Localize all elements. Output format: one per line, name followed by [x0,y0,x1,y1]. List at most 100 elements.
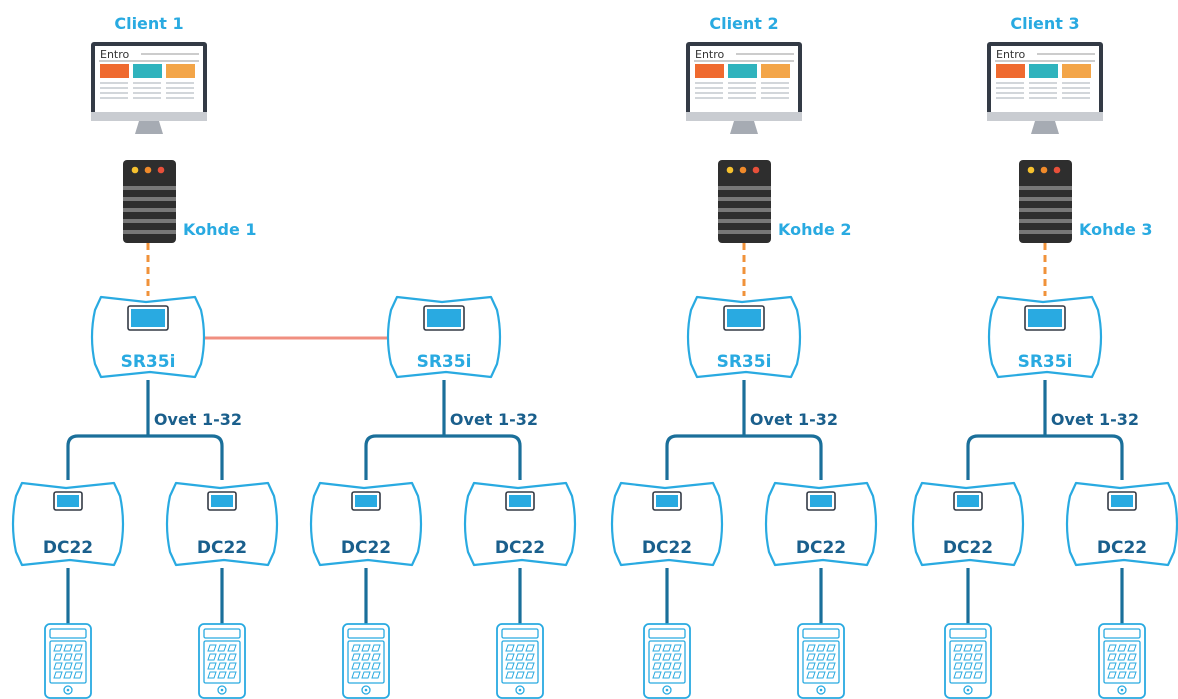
keypad-display [49,628,87,639]
door-controller-icon [463,481,577,567]
keypad-button-dot [966,688,970,692]
keypad-key [63,644,73,652]
door-controller-model: DC22 [642,538,692,558]
app-name: Entro [695,48,725,61]
keypad-key [672,653,682,661]
doors-label: Ovet 1-32 [1051,410,1139,429]
keypad-key [351,662,361,670]
keypad-key [53,653,63,661]
device-outline [686,295,802,379]
server-slot [1019,219,1072,223]
keypad-key [963,671,973,679]
keypad-key [371,644,381,652]
led [131,166,139,174]
keypad-key [525,662,535,670]
keypad-key [963,662,973,670]
keypad-key [652,671,662,679]
keypad-key [973,644,983,652]
device-screen [355,495,377,507]
controller-model: SR35i [717,352,772,372]
keypad-key [53,644,63,652]
monitor-icon: Entro [686,42,802,134]
keypad-key [1107,644,1117,652]
monitor-icon: Entro [987,42,1103,134]
keypad-key [1127,671,1137,679]
client-label: Client 1 [114,14,183,33]
keypad-key [1107,653,1117,661]
keypad-key [227,653,237,661]
keypad-key [816,653,826,661]
keypad-key [227,644,237,652]
device-outline [11,481,125,567]
site-label: Kohde 3 [1079,220,1153,239]
keypad-key [662,653,672,661]
monitor-screen [991,46,1099,112]
keypad-key [505,653,515,661]
client-label: Client 2 [709,14,778,33]
door-controller-model: DC22 [43,538,93,558]
keypad-key [1127,644,1137,652]
keypad-key [953,653,963,661]
keypad-key [826,653,836,661]
keypad-key [652,662,662,670]
doors-label: Ovet 1-32 [450,410,538,429]
keypad-key [515,671,525,679]
device-screen [656,495,678,507]
monitor-chin [987,112,1103,121]
keypad-key [953,644,963,652]
keypad-key [217,644,227,652]
door-controller-model: DC22 [1097,538,1147,558]
door-controller-icon [764,481,878,567]
keypad-key [1127,653,1137,661]
controller-icon [90,295,206,379]
device-screen [211,495,233,507]
app-name: Entro [996,48,1026,61]
keypad-key [806,644,816,652]
device-outline [987,295,1103,379]
led [157,166,165,174]
keypad-key [351,644,361,652]
controller-model: SR35i [417,352,472,372]
keypad-key [371,653,381,661]
tile [695,64,724,78]
device-outline [764,481,878,567]
keypad-button-dot [66,688,70,692]
keypad-key [53,671,63,679]
tree-link [364,380,522,480]
keypad-reader-icon [198,623,246,699]
device-screen [957,495,979,507]
server-slot [123,208,176,212]
device-outline [610,481,724,567]
server-slot [718,219,771,223]
keypad-key [207,671,217,679]
monitor-icon: Entro [91,42,207,134]
keypad-key [207,644,217,652]
device-outline [90,295,206,379]
keypad-key [1107,671,1117,679]
server-slot [123,219,176,223]
server-slot [123,186,176,190]
keypad-key [1117,662,1127,670]
device-outline [386,295,502,379]
keypad-key [1127,662,1137,670]
keypad-button-dot [518,688,522,692]
keypad-reader-icon [643,623,691,699]
doors-label: Ovet 1-32 [750,410,838,429]
keypad-reader-icon [44,623,92,699]
led [144,166,152,174]
tile [728,64,757,78]
keypad-key [672,671,682,679]
keypad-key [672,662,682,670]
keypad-key [973,653,983,661]
keypad-button-dot [220,688,224,692]
server-slot [718,197,771,201]
keypad-key [806,662,816,670]
keypad-key [207,653,217,661]
server-slot [1019,230,1072,234]
keypad-key [963,653,973,661]
keypad-key [806,653,816,661]
device-outline [309,481,423,567]
led [1040,166,1048,174]
door-controller-model: DC22 [341,538,391,558]
keypad-key [826,644,836,652]
